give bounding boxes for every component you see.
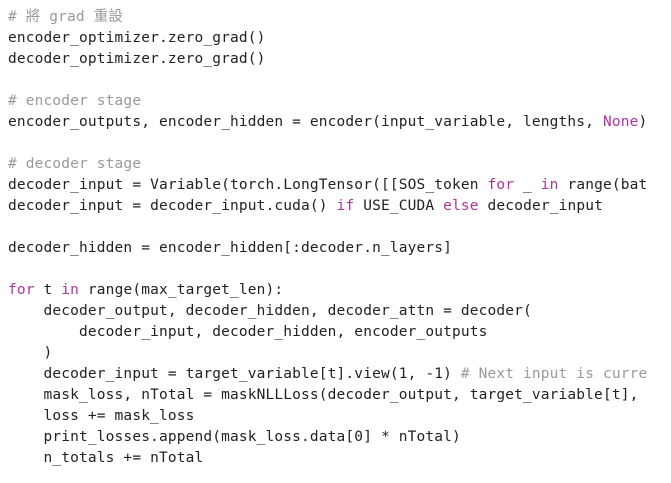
code-token-plain: loss += mask_loss <box>8 408 195 424</box>
code-token-plain: _ <box>514 177 541 193</box>
code-token-keyword: for <box>8 282 35 298</box>
code-line: # encoder stage <box>8 91 671 112</box>
code-token-const: None <box>602 114 639 130</box>
code-line <box>8 217 671 238</box>
code-line: n_totals += nTotal <box>8 448 671 469</box>
code-line: for t in range(max_target_len): <box>8 280 671 301</box>
code-token-keyword: in <box>61 282 80 298</box>
code-token-plain: decoder_input = decoder_input.cuda() <box>8 198 337 214</box>
code-token-keyword: if <box>336 198 355 214</box>
code-token-plain: print_losses.append(mask_loss.data[0] * … <box>8 429 461 445</box>
code-line: # 將 grad 重設 <box>8 7 671 28</box>
code-token-plain: range(max_target_len): <box>79 282 284 298</box>
code-token-plain: decoder_input, decoder_hidden, encoder_o… <box>8 324 488 340</box>
code-line: # decoder stage <box>8 154 671 175</box>
code-block: # 將 grad 重設 encoder_optimizer.zero_grad()… <box>8 7 671 469</box>
code-line: decoder_output, decoder_hidden, decoder_… <box>8 301 671 322</box>
code-token-comment: # decoder stage <box>8 156 142 172</box>
code-line: decoder_optimizer.zero_grad() <box>8 49 671 70</box>
code-line: mask_loss, nTotal = maskNLLLoss(decoder_… <box>8 385 671 406</box>
code-line: decoder_input = Variable(torch.LongTenso… <box>8 175 671 196</box>
code-token-plain: decoder_optimizer.zero_grad() <box>8 51 266 67</box>
code-line: decoder_input = decoder_input.cuda() if … <box>8 196 671 217</box>
code-token-comment: # encoder stage <box>8 93 142 109</box>
code-line: loss += mask_loss <box>8 406 671 427</box>
code-line: decoder_hidden = encoder_hidden[:decoder… <box>8 238 671 259</box>
code-token-comment: # 將 grad 重設 <box>8 9 123 25</box>
code-token-plain: range(bat <box>558 177 648 193</box>
code-token-keyword: for <box>487 177 515 193</box>
code-token-plain: decoder_input = target_variable[t].view(… <box>8 366 461 382</box>
code-token-plain: mask_loss, nTotal = maskNLLLoss(decoder_… <box>8 387 648 403</box>
code-token-keyword: else <box>443 198 479 214</box>
code-token-plain: decoder_input = Variable(torch.LongTenso… <box>8 177 488 193</box>
code-token-plain: decoder_hidden = encoder_hidden[:decoder… <box>8 240 452 256</box>
code-line <box>8 259 671 280</box>
code-token-plain: encoder_optimizer.zero_grad() <box>8 30 266 46</box>
code-line <box>8 70 671 91</box>
code-line: decoder_input = target_variable[t].view(… <box>8 364 671 385</box>
code-line: decoder_input, decoder_hidden, encoder_o… <box>8 322 671 343</box>
code-token-plain: decoder_output, decoder_hidden, decoder_… <box>8 303 532 319</box>
code-token-comment: # Next input is curre <box>460 366 648 382</box>
code-token-plain: n_totals += nTotal <box>8 450 204 466</box>
code-line <box>8 133 671 154</box>
code-token-plain: encoder_outputs, encoder_hidden = encode… <box>8 114 603 130</box>
code-token-plain: decoder_input <box>478 198 603 214</box>
code-line: encoder_optimizer.zero_grad() <box>8 28 671 49</box>
code-token-plain: ) <box>638 114 648 130</box>
code-token-keyword: in <box>540 177 559 193</box>
code-token-plain: ) <box>8 345 53 361</box>
code-line: ) <box>8 343 671 364</box>
code-line: encoder_outputs, encoder_hidden = encode… <box>8 112 671 133</box>
code-token-plain: USE_CUDA <box>354 198 444 214</box>
code-line: print_losses.append(mask_loss.data[0] * … <box>8 427 671 448</box>
code-token-plain: t <box>34 282 62 298</box>
